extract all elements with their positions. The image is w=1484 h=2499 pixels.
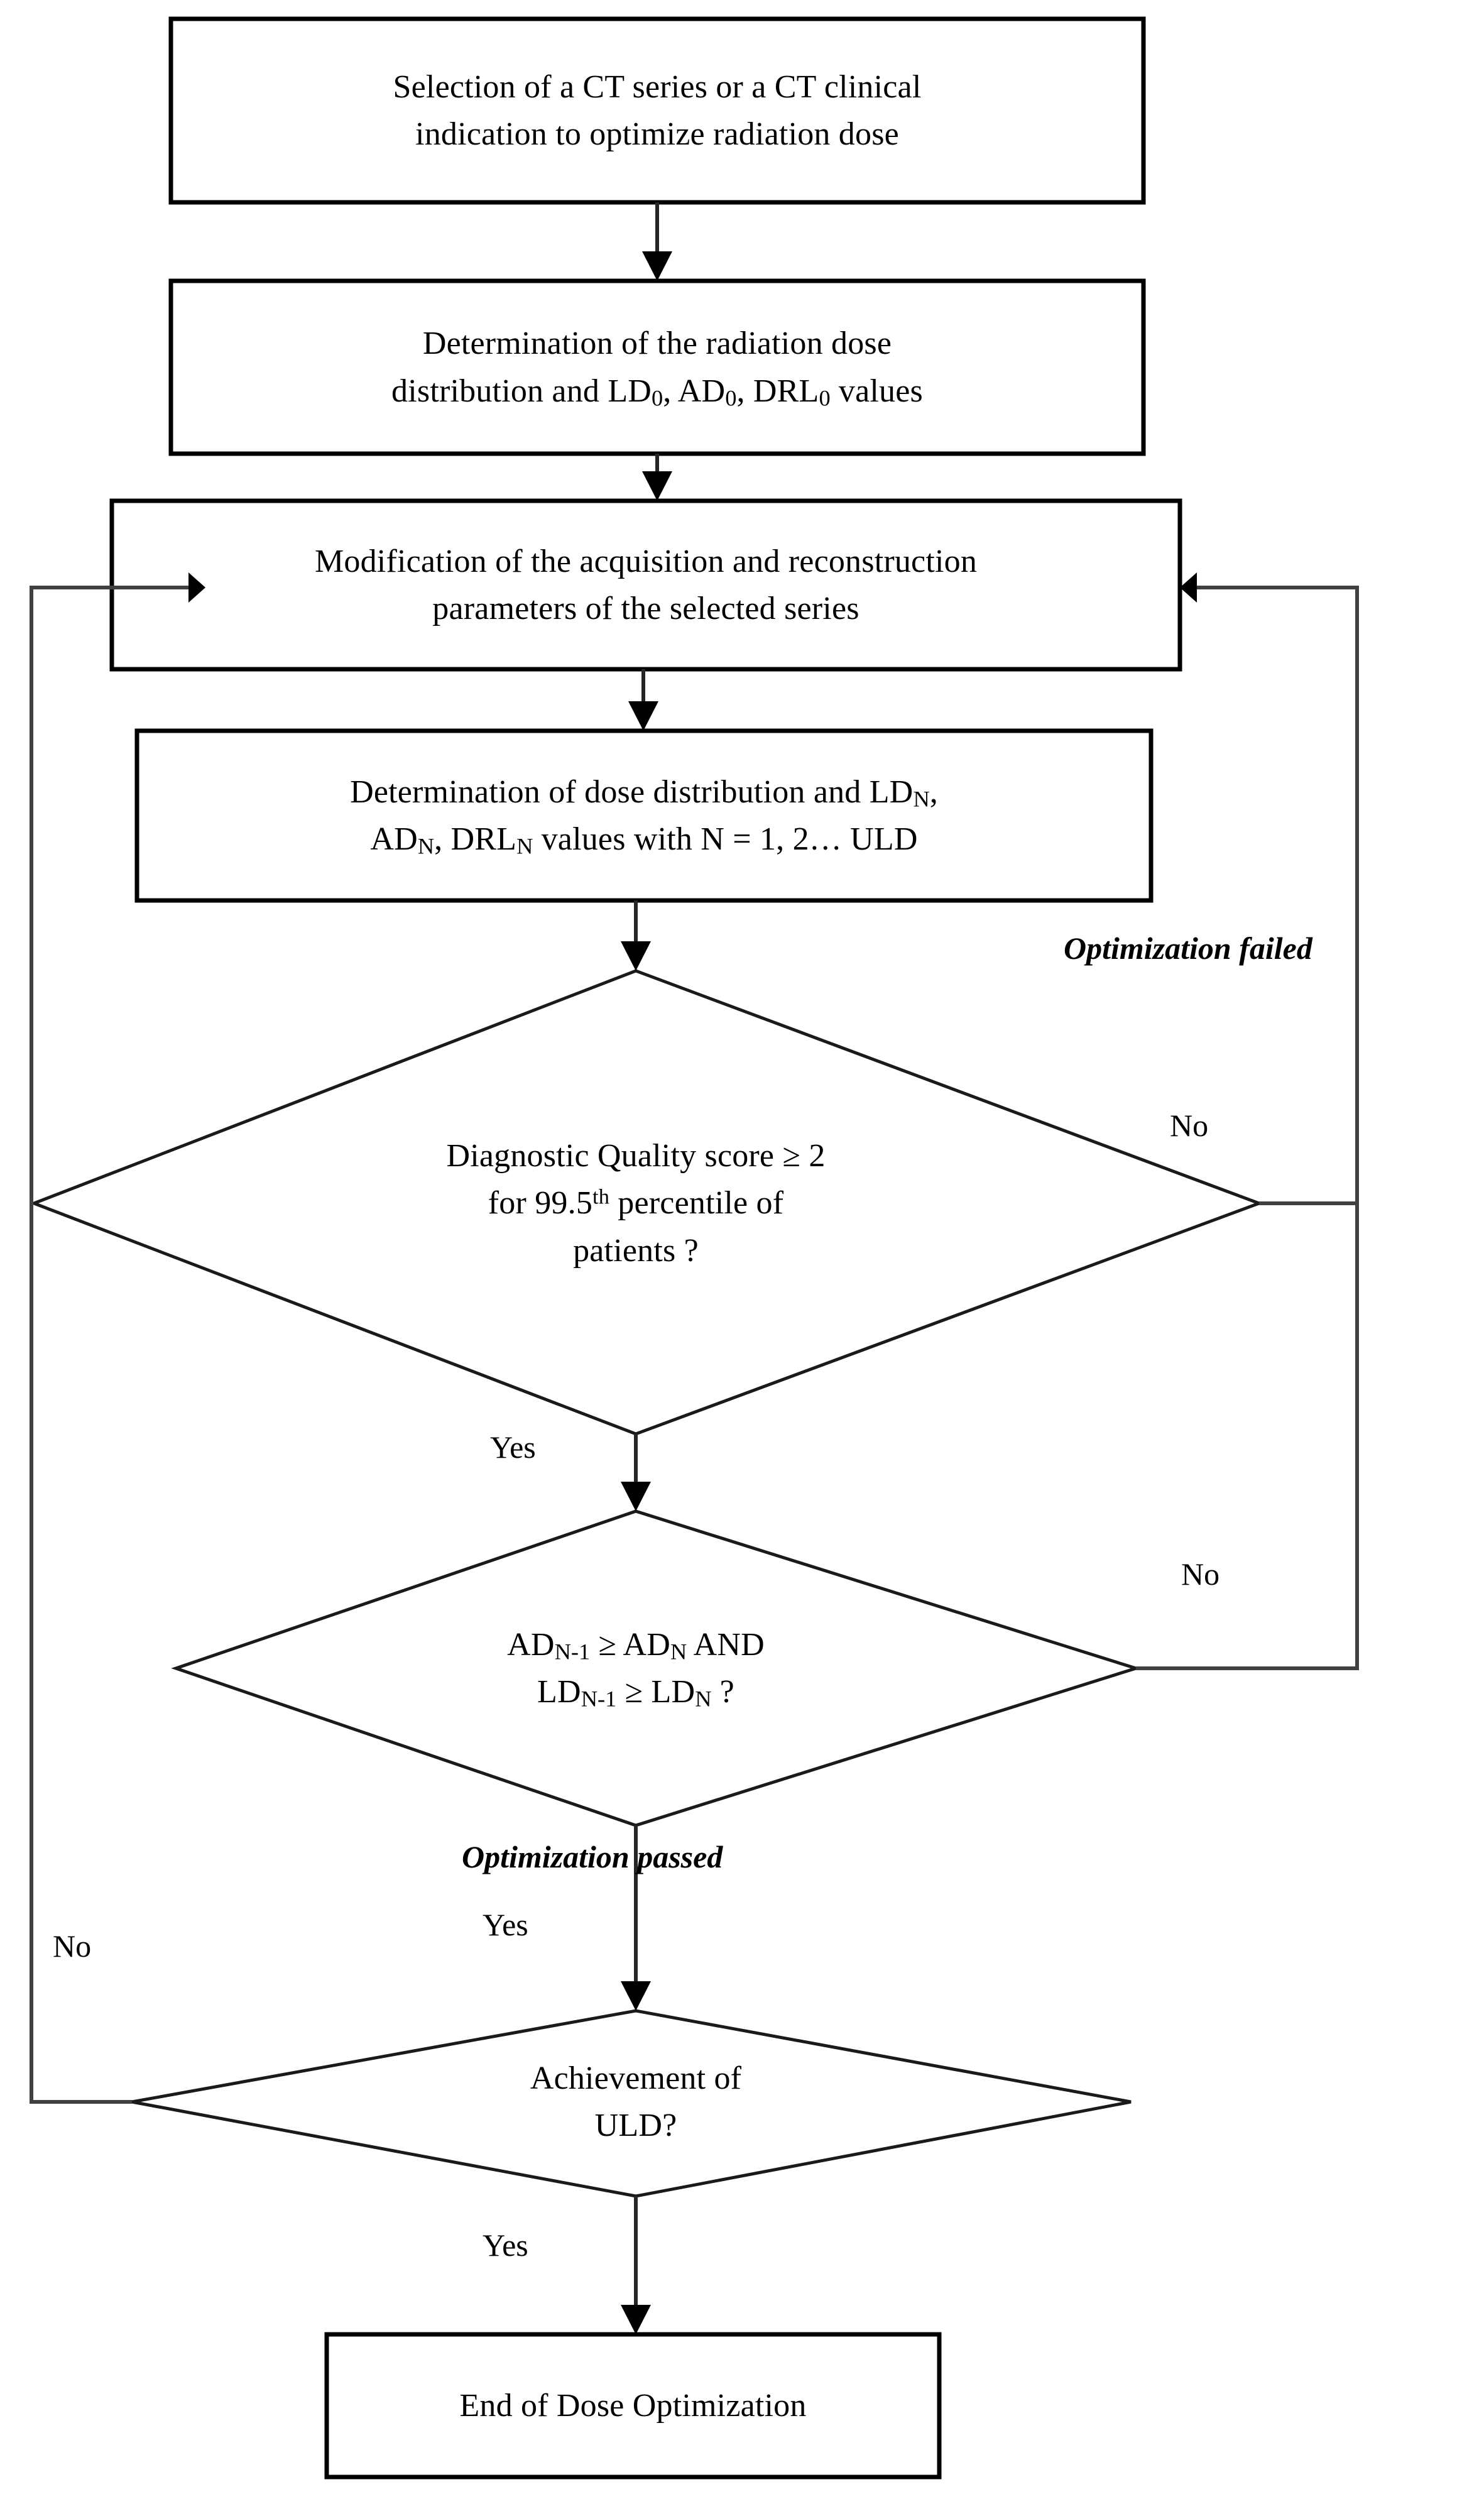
node-dose-check-line-2: LDN-1 ≥ LDN ? <box>537 1674 734 1712</box>
arrowhead-left-loop-to-modify <box>188 572 205 603</box>
node-dose-check-line-1: ADN-1 ≥ ADN AND <box>507 1626 765 1665</box>
node-end-label: End of Dose Optimization <box>327 2334 939 2477</box>
node-modify-line-2: parameters of the selected series <box>432 591 859 626</box>
subscript-n-minus-1-ad: N-1 <box>554 1639 591 1665</box>
node-modify-shape <box>109 498 1182 672</box>
node-start-line-2: indication to optimize radiation dose <box>415 116 899 152</box>
node-modify-label: Modification of the acquisition and reco… <box>112 501 1180 669</box>
arrowhead-right-loop-to-modify <box>1180 572 1197 603</box>
node-baseline-label: Determination of the radiation dose dist… <box>171 281 1143 454</box>
arrowhead-baseline-to-modify <box>642 471 672 501</box>
subscript-n-minus-1-ld: N-1 <box>581 1686 617 1712</box>
subscript-n-drl: N <box>516 833 533 859</box>
edge-label-dose-no: No <box>1181 1556 1220 1592</box>
subscript-n-ld: N <box>913 786 930 812</box>
arrowhead-determine-n-to-quality <box>621 941 651 971</box>
node-uld-check-line-2: ULD? <box>594 2108 677 2143</box>
subscript-n-ld-2: N <box>695 1686 712 1712</box>
node-modify-line-1: Modification of the acquisition and reco… <box>314 543 978 579</box>
arrowhead-start-to-baseline <box>642 251 672 281</box>
subscript-n-ad: N <box>417 833 435 859</box>
edge-quality-no-loop <box>1197 586 1359 1205</box>
node-determine-n-line-1: Determination of dose distribution and L… <box>350 774 938 812</box>
node-end-shape <box>324 2332 942 2480</box>
node-determine-n-line-2: ADN, DRLN values with N = 1, 2… ULD <box>370 821 918 859</box>
superscript-th: th <box>592 1184 610 1209</box>
node-quality-check-line-2: for 99.5th percentile of <box>488 1184 784 1222</box>
edge-label-quality-yes: Yes <box>490 1430 536 1465</box>
subscript-zero-ad: 0 <box>725 385 737 411</box>
node-baseline-line-1: Determination of the radiation dose <box>422 325 892 362</box>
node-uld-check-line-1: Achievement of <box>530 2060 742 2096</box>
node-baseline-line-2: distribution and LD0, AD0, DRL0 values <box>391 373 923 411</box>
edge-label-uld-yes: Yes <box>483 2228 528 2263</box>
node-dose-check-label: ADN-1 ≥ ADN AND LDN-1 ≥ LDN ? <box>353 1593 919 1744</box>
subscript-zero-ld: 0 <box>652 385 663 411</box>
edge-label-quality-no: No <box>1170 1108 1209 1143</box>
node-determine-n-label: Determination of dose distribution and L… <box>137 731 1151 900</box>
annotation-optimization-passed: Optimization passed <box>462 1839 723 1874</box>
arrowhead-modify-to-determine-n <box>628 701 658 731</box>
annotation-optimization-failed: Optimization failed <box>1064 931 1312 966</box>
edge-dose-no-loop <box>1136 1203 1359 1670</box>
subscript-zero-drl: 0 <box>819 385 831 411</box>
node-quality-check-line-1: Diagnostic Quality score ≥ 2 <box>446 1137 826 1174</box>
edge-label-uld-no: No <box>53 1928 92 1964</box>
edge-uld-no-loop <box>30 586 188 2104</box>
edge-label-dose-yes: Yes <box>483 1907 528 1942</box>
node-start-line-1: Selection of a CT series or a CT clinica… <box>393 68 922 105</box>
node-baseline-shape <box>168 278 1146 456</box>
arrowhead-uld-yes-to-end <box>621 2305 651 2334</box>
arrowhead-dose-yes-to-uld <box>621 1981 651 2011</box>
node-quality-check-label: Diagnostic Quality score ≥ 2 for 99.5th … <box>322 1106 950 1301</box>
node-end-line-1: End of Dose Optimization <box>459 2387 807 2424</box>
node-determine-n-shape <box>134 728 1154 903</box>
node-start-label: Selection of a CT series or a CT clinica… <box>171 19 1143 202</box>
node-start-shape <box>168 16 1146 205</box>
node-quality-check-line-3: patients ? <box>573 1232 699 1269</box>
subscript-n-ad-2: N <box>670 1639 687 1665</box>
node-uld-check-label: Achievement of ULD? <box>385 2042 887 2162</box>
arrowhead-quality-yes-to-dose <box>621 1482 651 1511</box>
